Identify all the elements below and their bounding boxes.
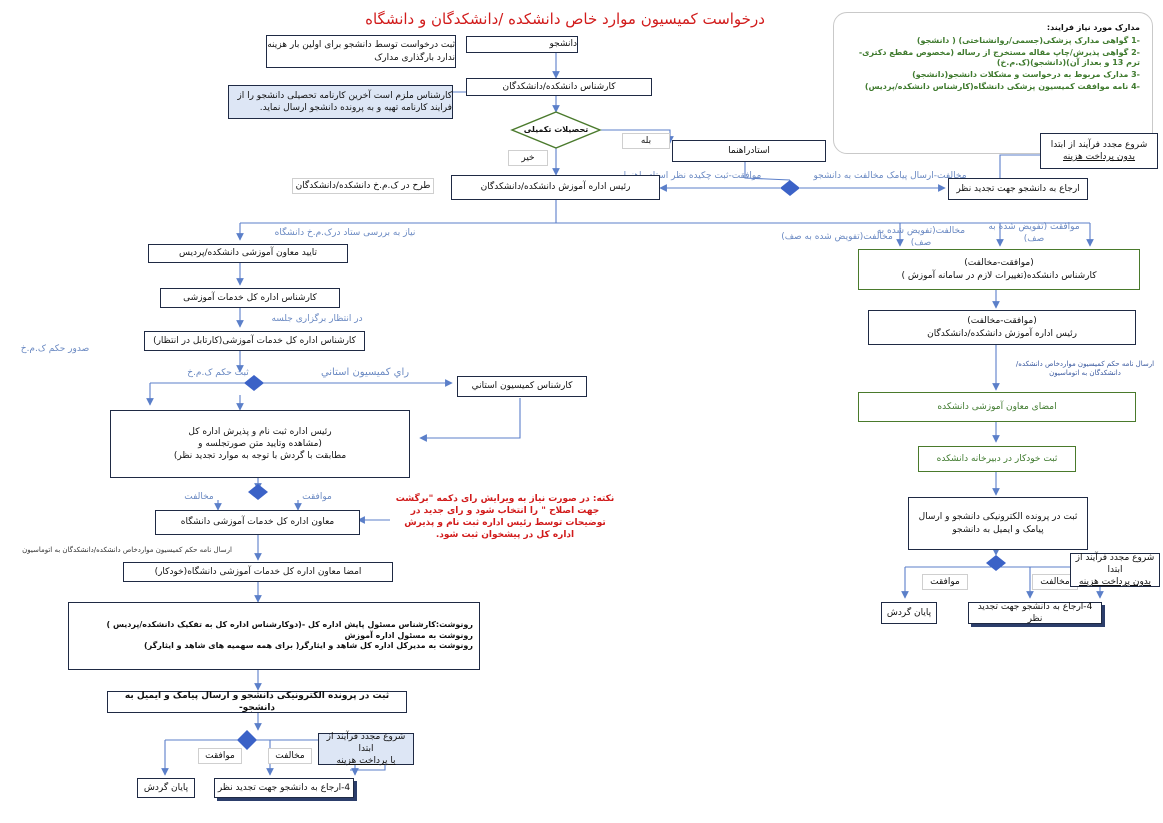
efile-left-node: ثبت در پرونده الکترونیکی دانشجو و ارسال … [107, 691, 407, 713]
r-auto-secretariat-node: ثبت خودکار در دبیرخانه دانشکده [918, 446, 1076, 472]
end-left: پایان گردش [137, 778, 195, 798]
cc-line: رونوشت:کارشناس مسئول پایش اداره کل -(دوک… [106, 619, 473, 629]
agree-label-right: موافقت [922, 574, 968, 590]
reg-head-line: رئیس اداره ثبت نام و پذیرش اداره کل [188, 426, 332, 437]
r-efile-node: ثبت در پرونده الکترونیکی دانشجو و ارسال … [908, 497, 1088, 550]
cartable-node: کارشناس اداره کل خدمات آموزشی(کارتابل در… [144, 331, 365, 351]
r-edu-head-text: رئیس اداره آموزش دانشکده/دانشکدگان [927, 328, 1077, 339]
restart-box-top: شروع مجدد فرآیند از ابتدا بدون پرداخت هز… [1040, 133, 1158, 169]
doc-item: -3 مدارک مربوط به درخواست و مشکلات دانشج… [912, 70, 1140, 80]
plan-committee-label: طرح در ک.م.خ دانشکده/دانشکدگان [292, 178, 434, 194]
yes-label: بله [622, 133, 670, 149]
doc-item: -1 گواهی مدارک پزشکی(جسمی/روانشناختی) ( … [916, 35, 1140, 45]
await-meeting-label: در انتظار برگزاری جلسه [271, 313, 363, 324]
r-edu-head-node: (موافقت-مخالفت) رئیس اداره آموزش دانشکده… [868, 310, 1136, 345]
advisor-agree-label: موافقت-ثبت چکیده نظر استاد راهنما [623, 170, 762, 181]
reg-head-line: (مشاهده وتایید متن صورتجلسه و [198, 438, 322, 449]
deputy-decision [248, 484, 268, 500]
deputy-approve-node: تایید معاون آموزشی دانشکده/پردیس [148, 244, 348, 263]
disagree-label-bottom: مخالفت [268, 748, 312, 764]
no-label: خیر [508, 150, 548, 166]
cc-line: رونوشت به مسئول اداره آموزش [344, 630, 473, 640]
cc-node: رونوشت:کارشناس مسئول پایش اداره کل -(دوک… [68, 602, 480, 670]
transcript-note: کارشناس ملزم است آخرین کارنامه تحصیلی دا… [228, 85, 453, 119]
need-review-label: نیاز به بررسی ستاد درک.م.خ دانشگاه [274, 227, 416, 238]
issue-verdict-label: صدور حکم ک.م.خ [20, 343, 90, 354]
cc-line: رونوشت به مدیرکل اداره کل شاهد و ایثارگر… [143, 641, 473, 651]
faculty-expert-node: کارشناس دانشکده/دانشکدگان [466, 78, 652, 96]
send-letter-left-label: ارسال نامه حکم کمیسیون مواردخاص دانشکده/… [22, 546, 232, 555]
documents-heading: مدارک مورد نیاز فرایند: [1046, 23, 1140, 32]
grad-question-label: تحصیلات تکمیلی [523, 124, 589, 134]
disagree-delegated-label-2: مخالفت(تفویض شده به صف) [876, 225, 966, 248]
documents-panel: مدارک مورد نیاز فرایند: -1 گواهی مدارک پ… [833, 12, 1153, 154]
r-agree-disagree: (موافقت-مخالفت) [964, 258, 1034, 269]
agree-label-left: موافقت [302, 491, 332, 502]
provincial-vote-label: راي كميسيون استاني [320, 367, 410, 379]
r-send-letter-label: ارسال نامه حکم کمیسیون مواردخاص دانشکده/… [1015, 359, 1155, 377]
no-fee-text: بدون پرداخت هزینه [1062, 152, 1136, 162]
r-faculty-expert-node: (موافقت-مخالفت) کارشناس دانشکده(تغییرات … [858, 249, 1140, 290]
return4-left: 4-ارجاع به دانشجو جهت تجدید نظر [214, 778, 354, 798]
disagree-label-left: مخالفت [184, 491, 214, 502]
reg-head-node: رئیس اداره ثبت نام و پذیرش اداره کل (مشا… [110, 410, 410, 478]
right-final-decision [986, 555, 1006, 571]
edu-head-node: رئیس اداره آموزش دانشکده/دانشکدگان [451, 175, 660, 200]
red-note: نکته: در صورت نیاز به ویرایش رای دکمه "ب… [395, 493, 615, 541]
agree-label-bottom: موافقت [198, 748, 242, 764]
doc-item: -2 گواهی پذیرش/چاپ مقاله مستخرج از رساله… [858, 47, 1140, 68]
restart-text: شروع مجدد فرآیند از ابتدا [326, 731, 406, 754]
return-review-top: ارجاع به دانشجو جهت تجدید نظر [948, 178, 1088, 200]
doc-item: -4 نامه موافقت کمیسیون پزشکی دانشگاه(کار… [864, 81, 1140, 91]
no-fee-text: بدون پرداخت هزینه [1078, 577, 1152, 588]
gen-edu-expert-node: کارشناس اداره کل خدمات آموزشی [160, 288, 340, 308]
restart-box-left: شروع مجدد فرآیند از ابتدا با پرداخت هزین… [318, 731, 414, 767]
r-sign-deputy-node: امضای معاون آموزشی دانشکده [858, 392, 1136, 422]
gen-deputy-node: معاون اداره کل خدمات آموزشی دانشگاه [155, 510, 360, 535]
restart-box-right: شروع مجدد فرآیند از ابتدا بدون پرداخت هز… [1070, 553, 1160, 587]
left-final-decision [237, 730, 257, 750]
reg-head-line: مطابقت با گردش با توجه به موارد تجدید نظ… [173, 451, 347, 462]
advisor-node: استادراهنما [672, 140, 826, 162]
restart-text: شروع مجدد فرآیند از ابتدا [1050, 139, 1148, 150]
student-node: دانشجو [466, 36, 578, 53]
page-title: درخواست کمیسیون موارد خاص دانشکده /دانشک… [365, 9, 765, 28]
register-verdict-label: ثبت حکم ک.م.خ [187, 367, 249, 378]
with-fee-text: با پرداخت هزینه [336, 756, 396, 767]
register-note: ثبت درخواست توسط دانشجو برای اولین بار ه… [266, 35, 456, 68]
restart-text: شروع مجدد فرآیند از ابتدا [1075, 552, 1155, 575]
r-faculty-expert-text: کارشناس دانشکده(تغییرات لازم در سامانه آ… [901, 270, 1097, 281]
r-agree-disagree: (موافقت-مخالفت) [967, 316, 1037, 327]
provincial-expert-node: كارشناس كميسيون استاني [457, 376, 587, 397]
disagree-delegated-label: مخالفت(تفویض شده به صف) [781, 231, 893, 242]
sign-gen-deputy-node: امضا معاون اداره کل خدمات آموزشی دانشگاه… [123, 562, 393, 582]
advisor-decision [780, 180, 800, 196]
advisor-disagree-label: مخالفت-ارسال پیامک مخالفت به دانشجو [813, 170, 967, 181]
end-right: پایان گردش [881, 602, 937, 624]
return4-right: 4-ارجاع به دانشجو جهت تجدید نظر [968, 602, 1102, 624]
agree-delegated-label: موافقت (تفویض شده به صف) [988, 221, 1080, 244]
